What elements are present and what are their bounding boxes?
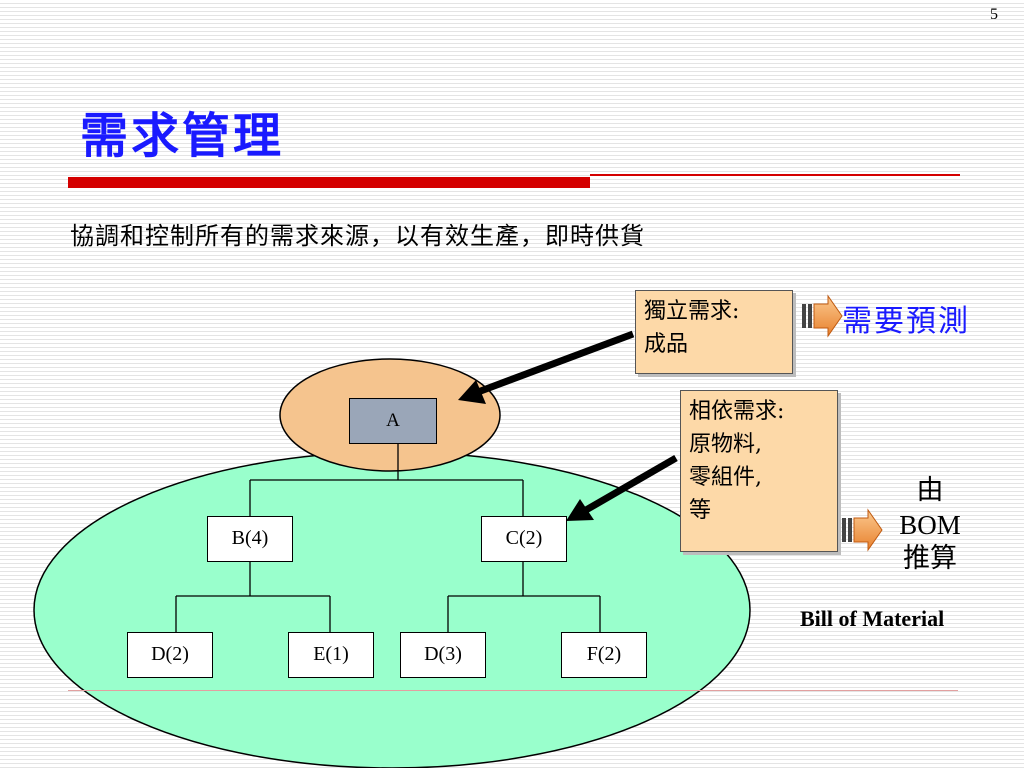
title-underline-rule <box>590 174 960 176</box>
bom-node-d-under-b: D(2) <box>127 632 213 678</box>
dependent-demand-label: 相依需求: <box>689 399 785 424</box>
page-number: 5 <box>990 6 998 23</box>
independent-demand-pointer <box>458 330 635 404</box>
bom-calc-line-1: 由 <box>916 475 944 506</box>
title-underline-bar <box>68 177 590 188</box>
independent-demand-callout: 獨立需求: 成品 <box>635 290 793 374</box>
dependent-demand-item-materials: 原物料, <box>689 432 762 457</box>
bom-node-c: C(2) <box>481 516 567 562</box>
bom-node-b: B(4) <box>207 516 293 562</box>
bom-calc-line-3: 推算 <box>903 543 957 574</box>
forecast-needed-text: 需要預測 <box>842 304 970 339</box>
bom-calc-line-2: BOM <box>899 510 961 540</box>
dependent-demand-region <box>33 451 751 768</box>
footer-rule <box>68 690 958 691</box>
independent-demand-item: 成品 <box>644 332 689 357</box>
dependent-demand-pointer <box>566 454 678 521</box>
tree-connectors <box>175 444 601 632</box>
arrow-right-icon <box>842 508 883 552</box>
bom-calculation-text: 由 BOM 推算 <box>872 474 988 576</box>
arrow-right-icon <box>802 294 843 338</box>
independent-demand-label: 獨立需求: <box>644 299 740 324</box>
bom-node-d-under-c: D(3) <box>400 632 486 678</box>
dependent-demand-item-etc: 等 <box>689 498 712 523</box>
bom-node-f: F(2) <box>561 632 647 678</box>
bom-full-name: Bill of Material <box>800 606 945 631</box>
bom-node-root: A <box>349 398 437 444</box>
dependent-demand-item-components: 零組件, <box>689 465 762 490</box>
dependent-demand-callout: 相依需求: 原物料, 零組件, 等 <box>680 390 838 552</box>
slide-title: 需求管理 <box>80 108 285 164</box>
slide-subtitle: 協調和控制所有的需求來源，以有效生產，即時供貨 <box>70 222 645 250</box>
bom-node-e: E(1) <box>288 632 374 678</box>
